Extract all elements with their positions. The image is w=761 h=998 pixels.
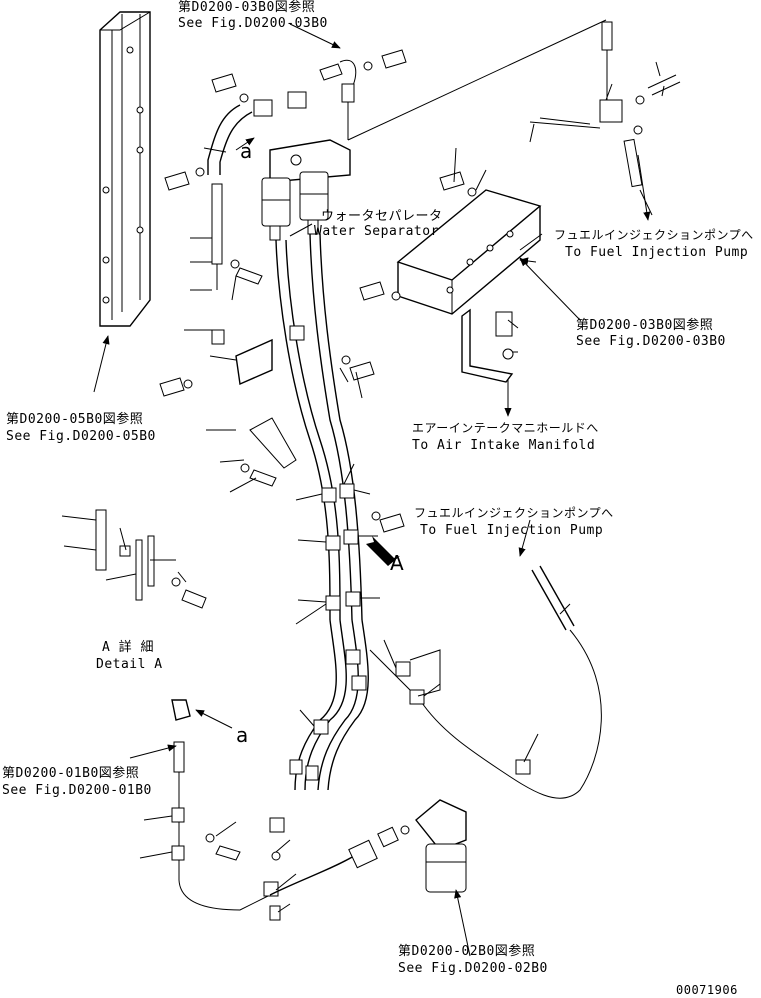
- drawing-number: 00071906: [676, 983, 738, 997]
- callout-fig-03b0-top-en: See Fig.D0200-03B0: [178, 16, 328, 31]
- detail-a-jp: A 詳 細: [102, 640, 154, 655]
- callout-air-intake-en: To Air Intake Manifold: [412, 438, 596, 453]
- callout-water-separator-jp: ウォータセパレータ: [321, 209, 443, 224]
- callout-fuel-pump-mid-jp: フュエルインジェクションポンプへ: [414, 506, 614, 520]
- callout-fig-05b0-jp: 第D0200-05B0図参照: [6, 412, 144, 427]
- callout-air-intake-jp: エアーインテークマニホールドへ: [412, 421, 599, 435]
- bottom-left-assembly: [171, 699, 285, 921]
- callout-fig-05b0-en: See Fig.D0200-05B0: [6, 429, 156, 444]
- ref-a-bottom: a: [236, 723, 249, 747]
- right-bracket-plate: [359, 171, 542, 315]
- leader-lines: [61, 23, 665, 957]
- callout-fig-02b0-jp: 第D0200-02B0図参照: [398, 944, 536, 959]
- middle-clamps: [159, 329, 405, 533]
- callout-fig-03b0-right-jp: 第D0200-03B0図参照: [576, 318, 714, 333]
- small-bracket: [461, 308, 514, 383]
- detail-a-figure: [95, 509, 207, 609]
- callout-fuel-pump-top-en: To Fuel Injection Pump: [565, 245, 749, 260]
- callout-fuel-pump-top-jp: フュエルインジェクションポンプへ: [554, 228, 754, 242]
- right-fuel-line: [369, 565, 602, 799]
- callout-fig-01b0-jp: 第D0200-01B0図参照: [2, 766, 140, 781]
- fuel-hoses: [275, 233, 369, 791]
- detail-a-en: Detail A: [96, 657, 163, 672]
- left-pipe: [211, 183, 263, 290]
- top-pipe-elbow: [164, 49, 407, 191]
- view-a-label: A: [390, 551, 405, 575]
- callout-water-separator-en: Water Separator: [314, 224, 439, 239]
- callout-fig-03b0-top-jp: 第D0200-03B0図参照: [178, 0, 316, 15]
- callout-fig-03b0-right-en: See Fig.D0200-03B0: [576, 334, 726, 349]
- vertical-bracket: [99, 11, 151, 327]
- view-a-arrow: [366, 536, 400, 566]
- fuel-filter: [269, 799, 467, 896]
- top-right-fittings: [347, 19, 681, 216]
- ref-a-top: a: [240, 139, 253, 163]
- callout-fig-02b0-en: See Fig.D0200-02B0: [398, 961, 548, 976]
- callout-fuel-pump-mid-en: To Fuel Injection Pump: [420, 523, 604, 538]
- water-separator: [261, 139, 351, 241]
- callout-fig-01b0-en: See Fig.D0200-01B0: [2, 783, 152, 798]
